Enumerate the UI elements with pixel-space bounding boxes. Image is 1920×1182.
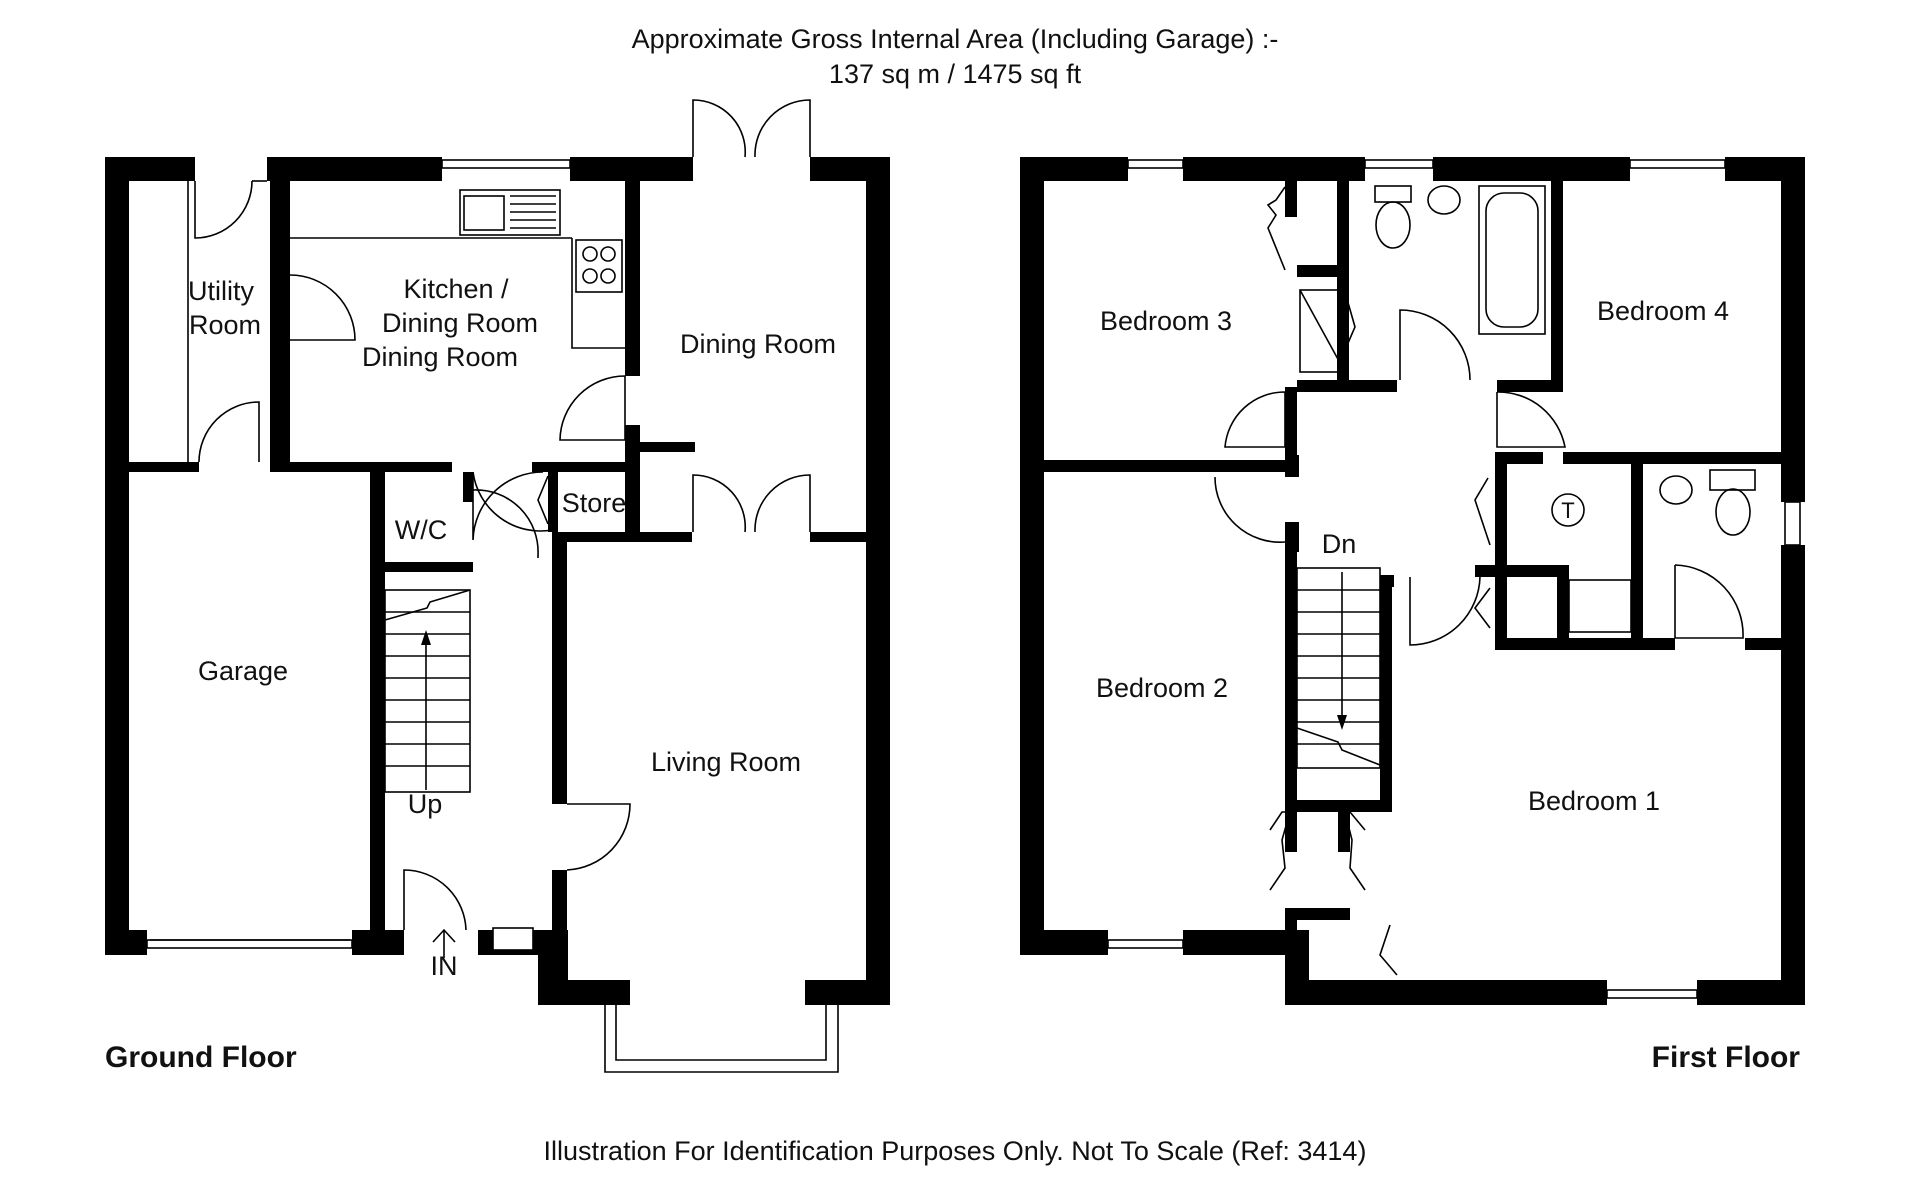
first-floor-stairs bbox=[1296, 567, 1381, 769]
disclaimer-note: Illustration For Identification Purposes… bbox=[544, 1136, 1367, 1166]
room-label-utility: Utility bbox=[188, 276, 254, 306]
stairs-up-label: Up bbox=[408, 789, 443, 819]
room-label-garage: Garage bbox=[198, 656, 288, 686]
first-floor-title: First Floor bbox=[1652, 1041, 1801, 1074]
room-label-bedroom-2: Bedroom 2 bbox=[1096, 673, 1228, 703]
ground-floor-stairs bbox=[384, 589, 471, 793]
room-label-living: Living Room bbox=[651, 747, 801, 777]
room-label-kitchen: Kitchen / bbox=[403, 274, 509, 304]
room-label-wc: W/C bbox=[395, 515, 447, 545]
room-label-utility: Room bbox=[189, 310, 261, 340]
entrance-label: IN bbox=[431, 951, 458, 981]
room-label-kitchen: Dining Room bbox=[362, 342, 518, 372]
ground-floor-plan: Utility Room Kitchen / Dining Room Dinin… bbox=[105, 99, 890, 1074]
room-label-bedroom-4: Bedroom 4 bbox=[1597, 296, 1729, 326]
area-heading: Approximate Gross Internal Area (Includi… bbox=[632, 24, 1279, 54]
stairs-down-label: Dn bbox=[1322, 529, 1357, 559]
ground-floor-title: Ground Floor bbox=[105, 1041, 297, 1074]
area-value: 137 sq m / 1475 sq ft bbox=[829, 59, 1082, 89]
room-label-bedroom-1: Bedroom 1 bbox=[1528, 786, 1660, 816]
room-label-bedroom-3: Bedroom 3 bbox=[1100, 306, 1232, 336]
tank-label: T bbox=[1561, 498, 1574, 523]
room-label-dining: Dining Room bbox=[680, 329, 836, 359]
first-floor-plan: Bedroom 3 Bedroom 4 Bedroom 2 Bedroom 1 … bbox=[1020, 157, 1805, 1074]
room-label-kitchen: Dining Room bbox=[382, 308, 538, 338]
room-label-store: Store bbox=[562, 488, 627, 518]
